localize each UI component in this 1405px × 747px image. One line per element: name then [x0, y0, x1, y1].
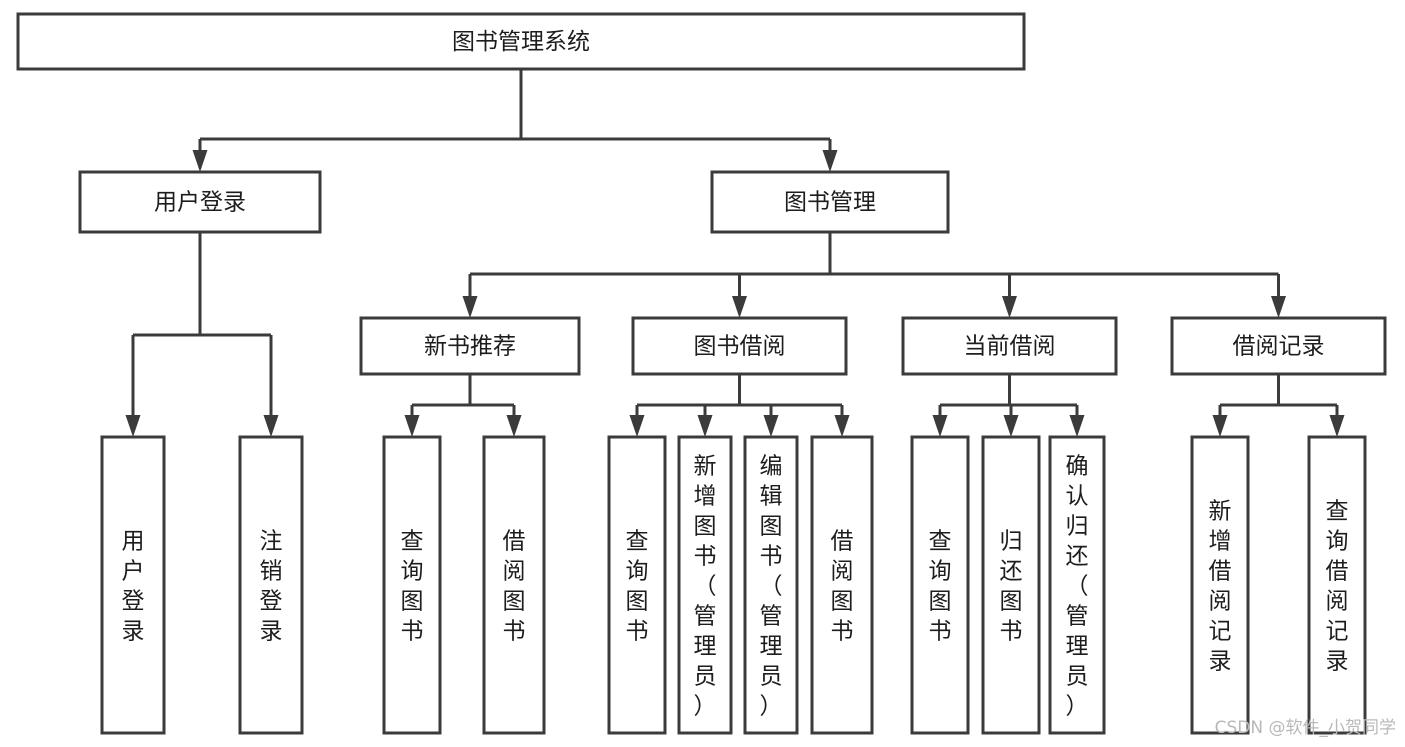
- arrow-head-icon: [834, 415, 850, 437]
- node-label: 用户登录: [122, 528, 145, 644]
- node-box: [810, 435, 874, 735]
- node-box: [901, 316, 1118, 376]
- node-label: 归还图书: [1000, 528, 1023, 644]
- node-leaf-query-book-3[interactable]: 查询图书: [910, 435, 970, 735]
- arrow-head-icon: [125, 415, 141, 437]
- node-leaf-logout[interactable]: 注销登录: [238, 435, 304, 735]
- arrow-head-icon: [1003, 415, 1019, 437]
- node-box: [78, 170, 322, 234]
- node-label: 借阅记录: [1233, 334, 1325, 360]
- node-root[interactable]: 图书管理系统: [16, 12, 1026, 71]
- node-label: 当前借阅: [964, 334, 1056, 360]
- node-box: [631, 316, 848, 376]
- arrow-head-icon: [1271, 296, 1286, 318]
- node-label: 确认归还（管理员）: [1066, 453, 1089, 719]
- node-label: 注销登录: [260, 528, 283, 644]
- node-box: [910, 435, 970, 735]
- node-label: 查询图书: [929, 528, 952, 644]
- node-box: [743, 435, 799, 735]
- node-box: [238, 435, 304, 735]
- node-leaf-query-book-1[interactable]: 查询图书: [382, 435, 442, 735]
- node-leaf-query-book-2[interactable]: 查询图书: [607, 435, 667, 735]
- node-label: 借阅图书: [503, 528, 526, 644]
- arrow-head-icon: [1212, 415, 1228, 437]
- arrow-head-icon: [263, 415, 279, 437]
- node-label: 借阅图书: [831, 528, 854, 644]
- node-label: 查询图书: [626, 528, 649, 644]
- node-label: 新增借阅记录: [1209, 498, 1232, 674]
- node-label: 编辑图书（管理员）: [760, 453, 783, 719]
- node-leaf-user-login[interactable]: 用户登录: [100, 435, 166, 735]
- node-box: [1170, 316, 1387, 376]
- node-label: 查询借阅记录: [1326, 498, 1349, 674]
- node-leaf-add-book[interactable]: 新增图书（管理员）: [677, 435, 733, 735]
- node-leaf-return-book[interactable]: 归还图书: [981, 435, 1041, 735]
- node-book-borrow[interactable]: 图书借阅: [631, 316, 848, 376]
- node-label: 图书借阅: [694, 334, 786, 360]
- node-layer: 图书管理系统用户登录图书管理新书推荐图书借阅当前借阅借阅记录用户登录注销登录查询…: [16, 12, 1387, 735]
- arrow-head-icon: [697, 415, 713, 437]
- node-box: [359, 316, 581, 376]
- node-box: [1307, 435, 1367, 735]
- arrow-head-icon: [462, 296, 478, 318]
- node-label: 新书推荐: [424, 334, 516, 360]
- arrow-head-icon: [732, 296, 747, 318]
- arrow-head-icon: [1069, 415, 1085, 437]
- arrow-head-icon: [192, 150, 208, 172]
- node-box: [382, 435, 442, 735]
- node-new-book-rec[interactable]: 新书推荐: [359, 316, 581, 376]
- node-label: 查询图书: [401, 528, 424, 644]
- arrow-head-icon: [1002, 296, 1017, 318]
- node-label: 图书管理系统: [452, 29, 590, 55]
- arrow-head-icon: [763, 415, 779, 437]
- node-box: [1048, 435, 1106, 735]
- node-box: [16, 12, 1026, 71]
- node-leaf-borrow-book-2[interactable]: 借阅图书: [810, 435, 874, 735]
- watermark-label: CSDN @软件_小贺同学: [1215, 718, 1396, 738]
- node-box: [710, 170, 950, 234]
- node-user-login[interactable]: 用户登录: [78, 170, 322, 234]
- arrow-head-icon: [629, 415, 645, 437]
- node-box: [677, 435, 733, 735]
- node-leaf-borrow-book-1[interactable]: 借阅图书: [482, 435, 546, 735]
- node-borrow-record[interactable]: 借阅记录: [1170, 316, 1387, 376]
- node-box: [100, 435, 166, 735]
- arrow-head-icon: [404, 415, 420, 437]
- arrow-head-icon: [506, 415, 522, 437]
- node-leaf-add-record[interactable]: 新增借阅记录: [1190, 435, 1250, 735]
- node-box: [607, 435, 667, 735]
- node-box: [981, 435, 1041, 735]
- node-leaf-query-record[interactable]: 查询借阅记录: [1307, 435, 1367, 735]
- node-book-manage[interactable]: 图书管理: [710, 170, 950, 234]
- node-box: [1190, 435, 1250, 735]
- node-label: 新增图书（管理员）: [694, 453, 717, 719]
- node-current-borrow[interactable]: 当前借阅: [901, 316, 1118, 376]
- node-label: 图书管理: [784, 190, 876, 216]
- arrow-head-icon: [822, 150, 838, 172]
- connector-layer: [125, 69, 1345, 437]
- node-label: 用户登录: [154, 190, 246, 216]
- arrow-head-icon: [932, 415, 948, 437]
- node-leaf-edit-book[interactable]: 编辑图书（管理员）: [743, 435, 799, 735]
- node-leaf-confirm-return[interactable]: 确认归还（管理员）: [1048, 435, 1106, 735]
- arrow-head-icon: [1329, 415, 1345, 437]
- node-box: [482, 435, 546, 735]
